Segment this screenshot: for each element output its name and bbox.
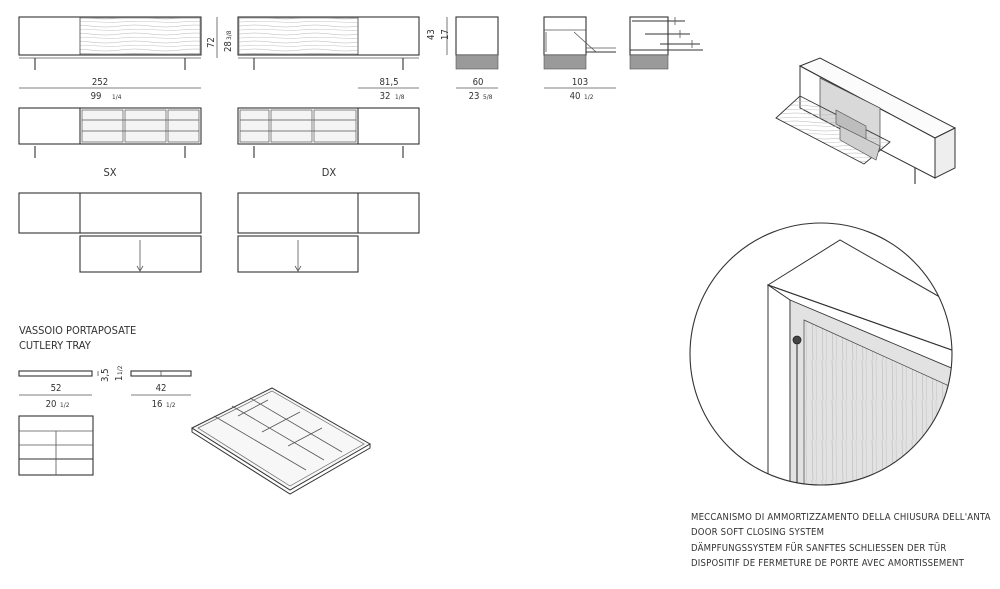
svg-text:28: 28 (223, 41, 234, 52)
svg-text:103: 103 (572, 77, 588, 88)
svg-text:252: 252 (92, 77, 108, 88)
svg-text:VASSOIO PORTAPOSATE: VASSOIO PORTAPOSATE (19, 324, 136, 337)
cutlery-tray-section: VASSOIO PORTAPOSATE CUTLERY TRAY 52 20 1… (18, 324, 372, 495)
svg-text:CUTLERY TRAY: CUTLERY TRAY (19, 339, 92, 352)
side-width-dimension: 81,5 32 1/8 (358, 77, 419, 102)
cutlery-tray-iso (190, 387, 372, 495)
perspective-view (775, 57, 957, 184)
side-view: 43 17 60 23 5/8 (426, 16, 499, 102)
svg-text:42: 42 (156, 383, 167, 394)
svg-text:1: 1 (114, 376, 125, 381)
svg-text:3,5: 3,5 (100, 368, 111, 382)
svg-text:43: 43 (426, 29, 437, 40)
svg-text:DOOR SOFT CLOSING SYSTEM: DOOR SOFT CLOSING SYSTEM (691, 527, 824, 538)
side-view-drawers (629, 16, 703, 70)
svg-text:60: 60 (473, 77, 484, 88)
flap-schematic-dx (237, 192, 420, 273)
sideboard-front-left (18, 16, 202, 70)
svg-text:1/8: 1/8 (395, 93, 405, 101)
svg-text:1/4: 1/4 (112, 93, 122, 101)
svg-text:SX: SX (103, 166, 116, 179)
sideboard-front-right (237, 16, 420, 70)
svg-text:20: 20 (46, 399, 57, 410)
svg-text:1/2: 1/2 (584, 93, 594, 101)
svg-text:DÄMPFUNGSSYSTEM FÜR SANFTES SC: DÄMPFUNGSSYSTEM FÜR SANFTES SCHLIESSEN D… (691, 543, 946, 554)
caption: MECCANISMO DI AMMORTIZZAMENTO DELLA CHIU… (691, 512, 991, 569)
side-view-open: 103 40 1/2 (543, 16, 616, 102)
svg-text:81,5: 81,5 (379, 77, 398, 88)
svg-text:1/2: 1/2 (166, 401, 176, 409)
svg-text:3/8: 3/8 (225, 30, 233, 40)
height-dimension: 72 28 3/8 (206, 17, 234, 58)
svg-text:23: 23 (469, 91, 480, 102)
svg-text:17: 17 (440, 29, 451, 40)
svg-text:DX: DX (322, 166, 337, 179)
svg-text:72: 72 (206, 37, 217, 48)
svg-text:52: 52 (51, 383, 62, 394)
svg-text:40: 40 (570, 91, 581, 102)
svg-text:99: 99 (91, 91, 102, 102)
soft-close-detail (689, 222, 953, 486)
svg-text:1/2: 1/2 (116, 365, 124, 375)
svg-text:DISPOSITIF DE FERMETURE DE POR: DISPOSITIF DE FERMETURE DE PORTE AVEC AM… (691, 558, 965, 569)
flap-schematic-sx (18, 192, 202, 273)
internal-view-sx: SX (18, 107, 202, 179)
svg-text:16: 16 (152, 399, 163, 410)
internal-view-dx: DX (237, 107, 420, 179)
svg-text:MECCANISMO DI AMMORTIZZAMENTO: MECCANISMO DI AMMORTIZZAMENTO DELLA CHIU… (691, 512, 991, 523)
width-dimension: 252 99 1/4 (19, 77, 201, 102)
svg-text:5/8: 5/8 (483, 93, 493, 101)
svg-text:1/2: 1/2 (60, 401, 70, 409)
svg-text:32: 32 (380, 91, 391, 102)
